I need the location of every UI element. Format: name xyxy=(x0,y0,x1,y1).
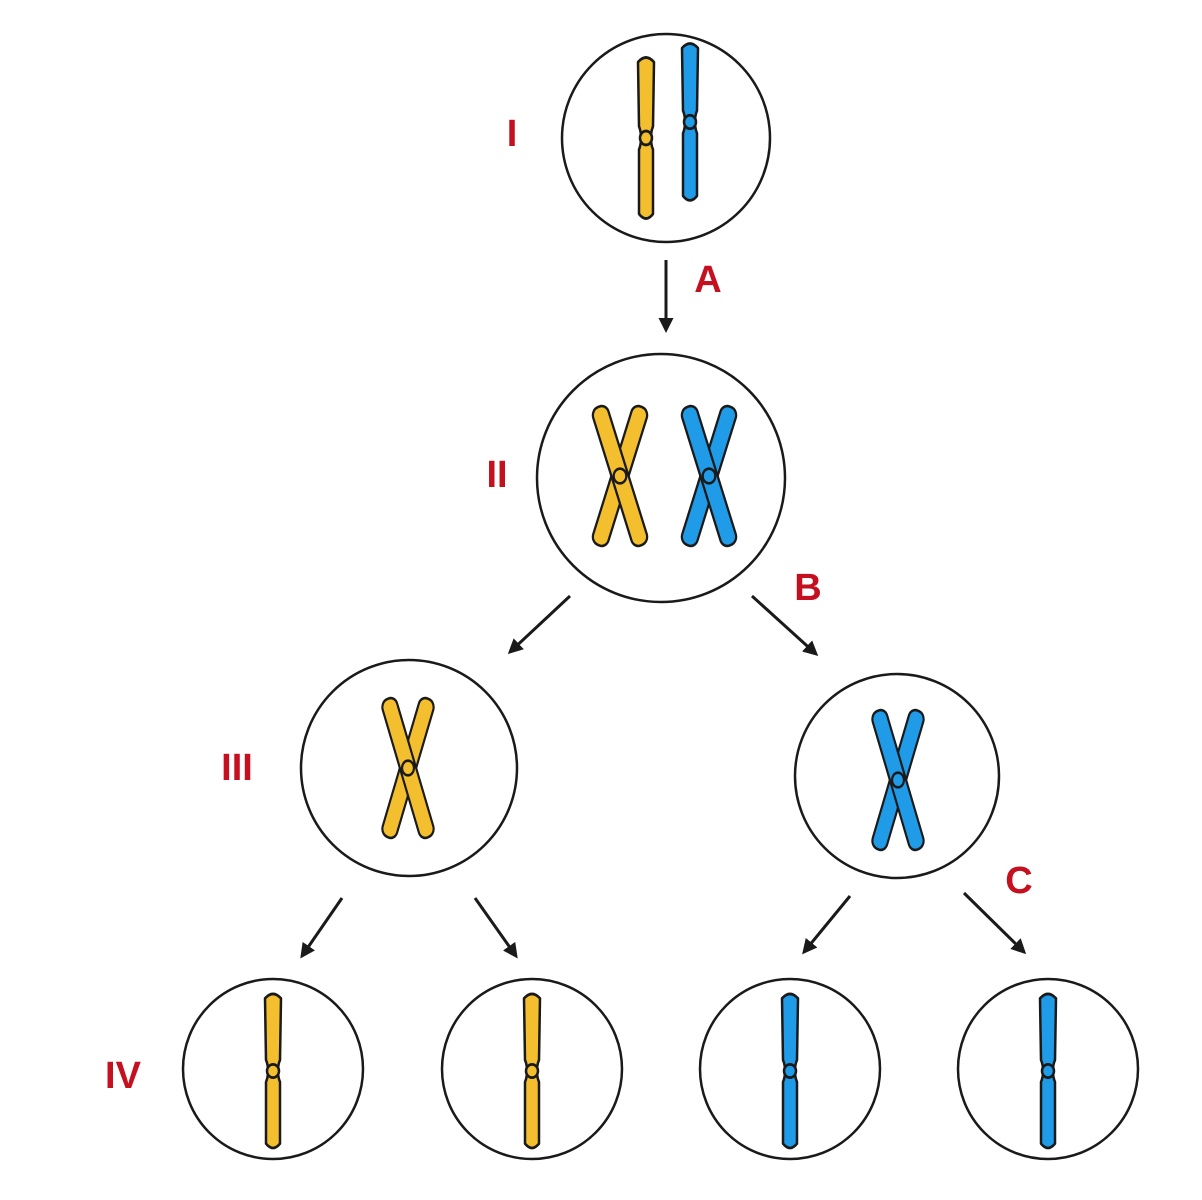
chromosome-blue xyxy=(780,992,800,1150)
cell-stage-4-1 xyxy=(181,977,365,1161)
stage-label-4: IV xyxy=(105,1055,142,1097)
stage-label-3: III xyxy=(221,747,253,789)
arrow-3-left-to-4-2 xyxy=(473,897,518,959)
process-label-a: A xyxy=(694,259,721,301)
process-label-b: B xyxy=(794,567,821,609)
arrow-2-to-3-left xyxy=(507,594,572,655)
chromosome-yellow xyxy=(263,992,283,1150)
arrow-2-to-3-right xyxy=(750,594,819,657)
cell-stage-4-2 xyxy=(440,977,624,1161)
chromosome-yellow xyxy=(636,56,656,220)
cell-stage-3-right xyxy=(793,672,1001,880)
arrow-3-right-to-4-3 xyxy=(802,895,852,955)
arrow-3-left-to-4-1 xyxy=(300,897,344,959)
cell-stage-3-left xyxy=(299,658,519,878)
arrow-3-right-to-4-4 xyxy=(962,891,1027,955)
chromosome-blue xyxy=(680,42,700,202)
cell-stage-4-3 xyxy=(698,977,882,1161)
chromosome-yellow xyxy=(522,992,542,1150)
stage-label-1: I xyxy=(507,113,518,155)
cell-stage-1 xyxy=(560,32,772,244)
stage-label-2: II xyxy=(486,454,507,496)
chromosome-blue xyxy=(1038,992,1058,1150)
cell-stage-4-4 xyxy=(956,977,1140,1161)
process-label-c: C xyxy=(1005,860,1032,902)
cell-stage-2 xyxy=(535,352,787,604)
